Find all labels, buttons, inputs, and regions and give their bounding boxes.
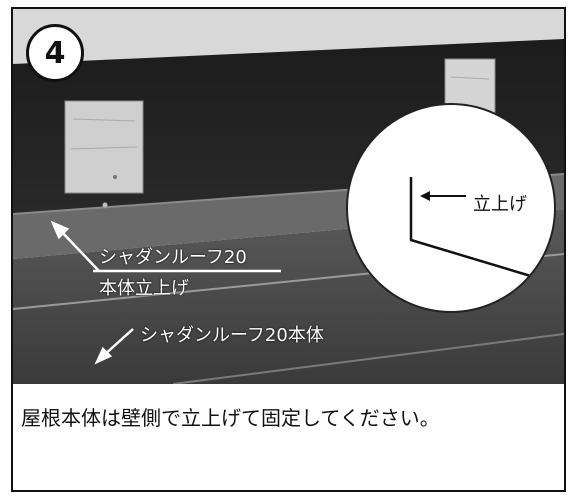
- instruction-panel: シャダンルーフ20 本体立上げ シャダンルーフ20本体 立上げ 4 屋根本体は壁…: [11, 7, 566, 492]
- rise-detail-label: 立上げ: [473, 194, 527, 215]
- instruction-text: 屋根本体は壁側で立上げて固定してください。: [21, 406, 440, 430]
- rise-label-line1: シャダンルーフ20: [99, 247, 247, 268]
- rise-label-line2: 本体立上げ: [99, 278, 189, 299]
- body-label: シャダンルーフ20本体: [140, 325, 324, 346]
- roof-photo: シャダンルーフ20 本体立上げ シャダンルーフ20本体 立上げ 4: [13, 9, 564, 384]
- step-number-badge: 4: [26, 24, 84, 82]
- detail-inset: 立上げ: [346, 103, 556, 313]
